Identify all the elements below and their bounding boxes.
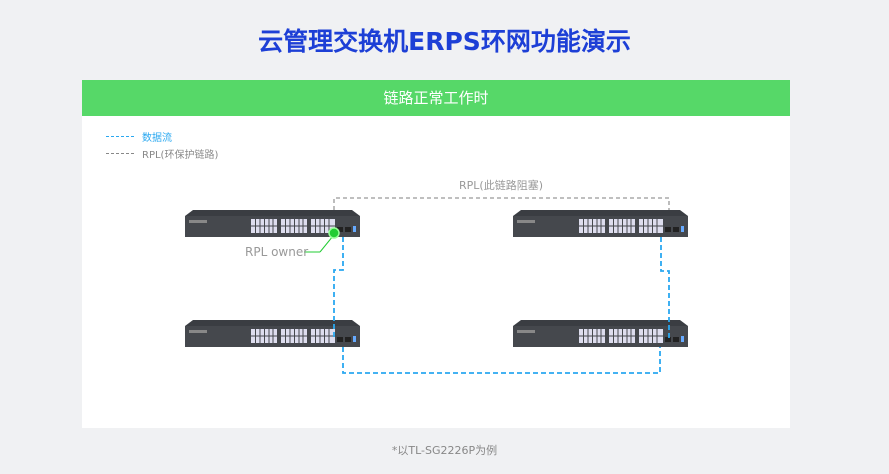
rpl-owner-label: RPL owner (245, 245, 309, 259)
legend-label: 数据流 (142, 133, 172, 144)
link-right (660, 237, 670, 340)
link-left (333, 237, 344, 340)
rpl-link (333, 197, 670, 210)
rpl-blocked-label: RPL(此链路阻塞) (459, 179, 543, 192)
legend-label: RPL(环保护链路) (142, 150, 219, 161)
footnote: *以TL-SG2226P为例 (391, 444, 498, 457)
page-title: 云管理交换机ERPS环网功能演示 (258, 27, 631, 56)
rpl-owner-port-marker (328, 227, 340, 239)
demo-card: 链路正常工作时 数据流 RPL(环保护链路) (82, 80, 790, 428)
switch-bottom-right (512, 319, 689, 348)
legend-rpl: RPL(环保护链路) (106, 146, 218, 161)
state-banner: 链路正常工作时 (82, 80, 790, 116)
link-bottom (342, 347, 661, 374)
switch-top-right (512, 209, 689, 238)
legend-data-flow: 数据流 (106, 129, 172, 144)
